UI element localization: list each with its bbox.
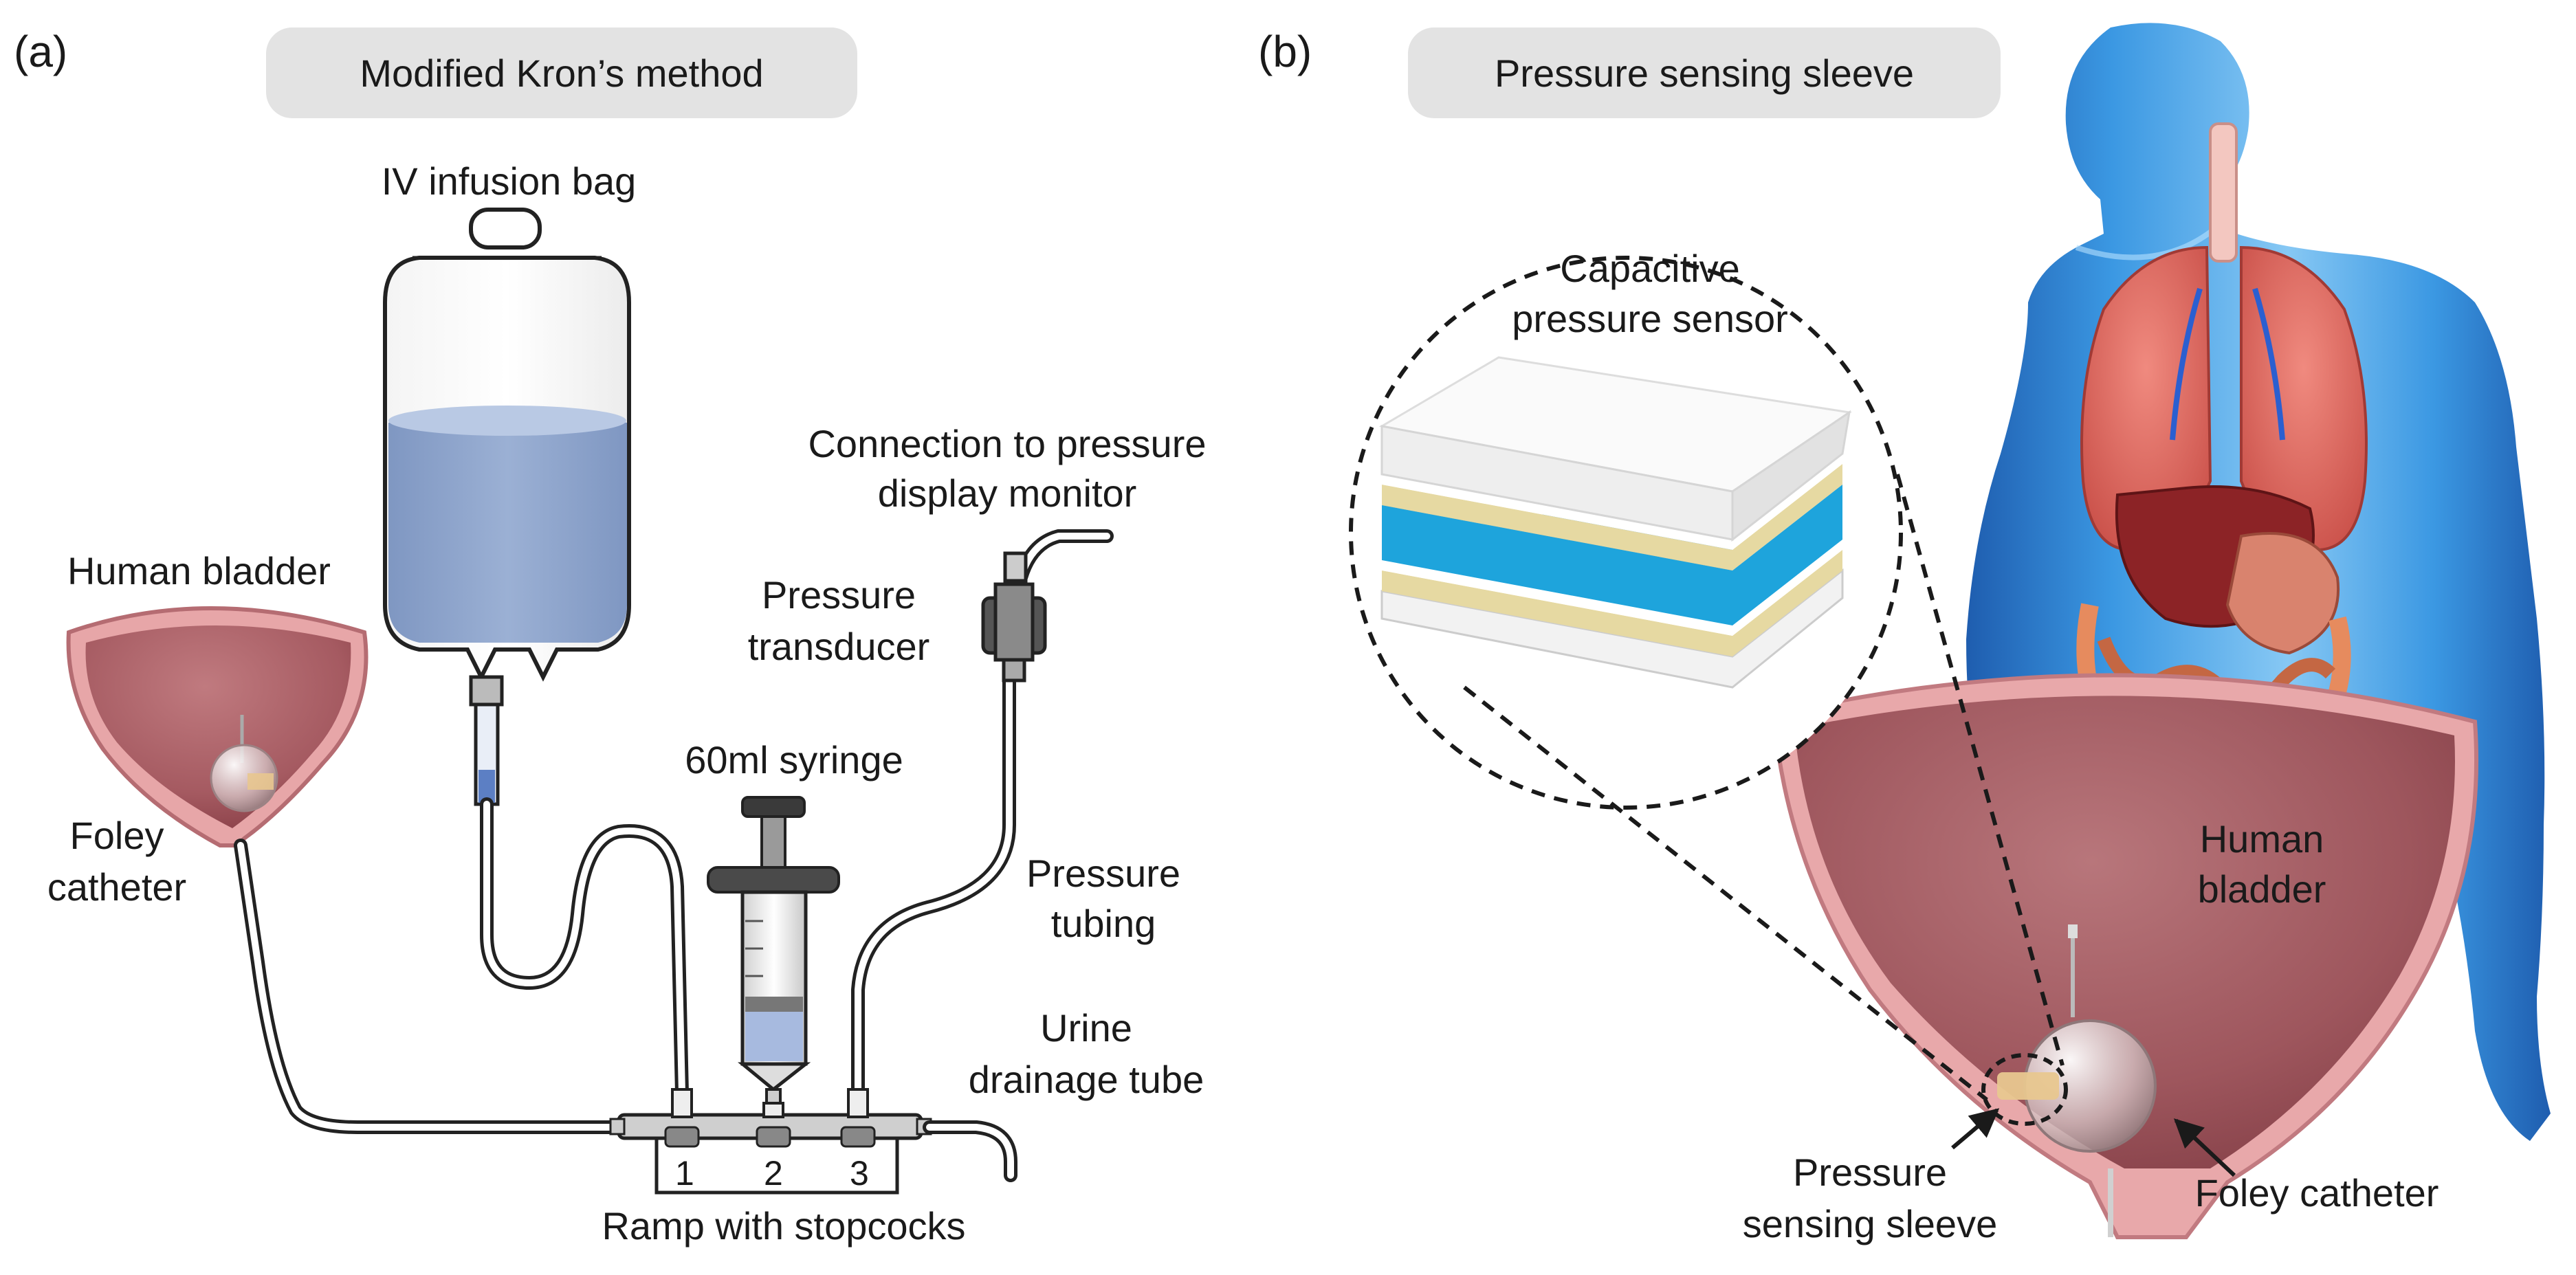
foley-catheter-label: Foley catheter [2194,1171,2439,1215]
urine-label-line1: Urine [1040,1006,1132,1050]
sleeve-arrow [1951,1108,2000,1150]
pressure-transducer [981,551,1047,683]
sensor-label-line1: Capacitive [1560,247,1740,290]
capacitive-sensor-block [1378,356,1852,689]
stopcock-number-2: 2 [764,1154,783,1193]
panel-b-tag: (b) [1258,27,1312,76]
sleeve-label-line1: Pressure [1792,1151,1948,1194]
connection-label-line1: Connection to pressure [808,422,1207,465]
big-bladder-label-line1: Human [2199,817,2324,861]
syringe-60ml [707,796,840,1105]
sensor-label-line2: pressure sensor [1512,297,1788,340]
sleeve-label-line2: sensing sleeve [1742,1202,1998,1245]
iv-infusion-bag [383,208,631,806]
syringe-label: 60ml syringe [685,738,903,781]
human-bladder-large [1771,673,2479,1239]
panel-b-title: Pressure sensing sleeve [1408,27,2001,118]
transducer-label-line2: transducer [747,625,930,668]
big-bladder-label-line2: bladder [2197,867,2326,911]
panel-a-tag: (a) [14,27,68,76]
human-bladder-small [66,606,368,847]
tubing-label-line1: Pressure [1026,852,1181,895]
panel-a-title: Modified Kron’s method [266,27,857,118]
iv-line-tube [480,797,689,1100]
foley-label-line1: Foley [69,814,164,857]
ramp-with-stopcocks [609,1088,932,1195]
foley-arrow [2173,1118,2236,1177]
stopcock-number-1: 1 [675,1154,694,1193]
foley-catheter-tube [234,839,626,1134]
transducer-label-line1: Pressure [761,573,916,617]
ramp-label: Ramp with stopcocks [602,1204,966,1248]
connection-label-line2: display monitor [877,472,1137,515]
urine-label-line2: drainage tube [968,1058,1204,1101]
bladder-label: Human bladder [67,549,331,592]
stopcock-number-3: 3 [850,1154,869,1193]
tubing-label-line2: tubing [1050,902,1156,945]
iv-bag-label: IV infusion bag [381,159,637,203]
foley-label-line2: catheter [47,865,187,909]
